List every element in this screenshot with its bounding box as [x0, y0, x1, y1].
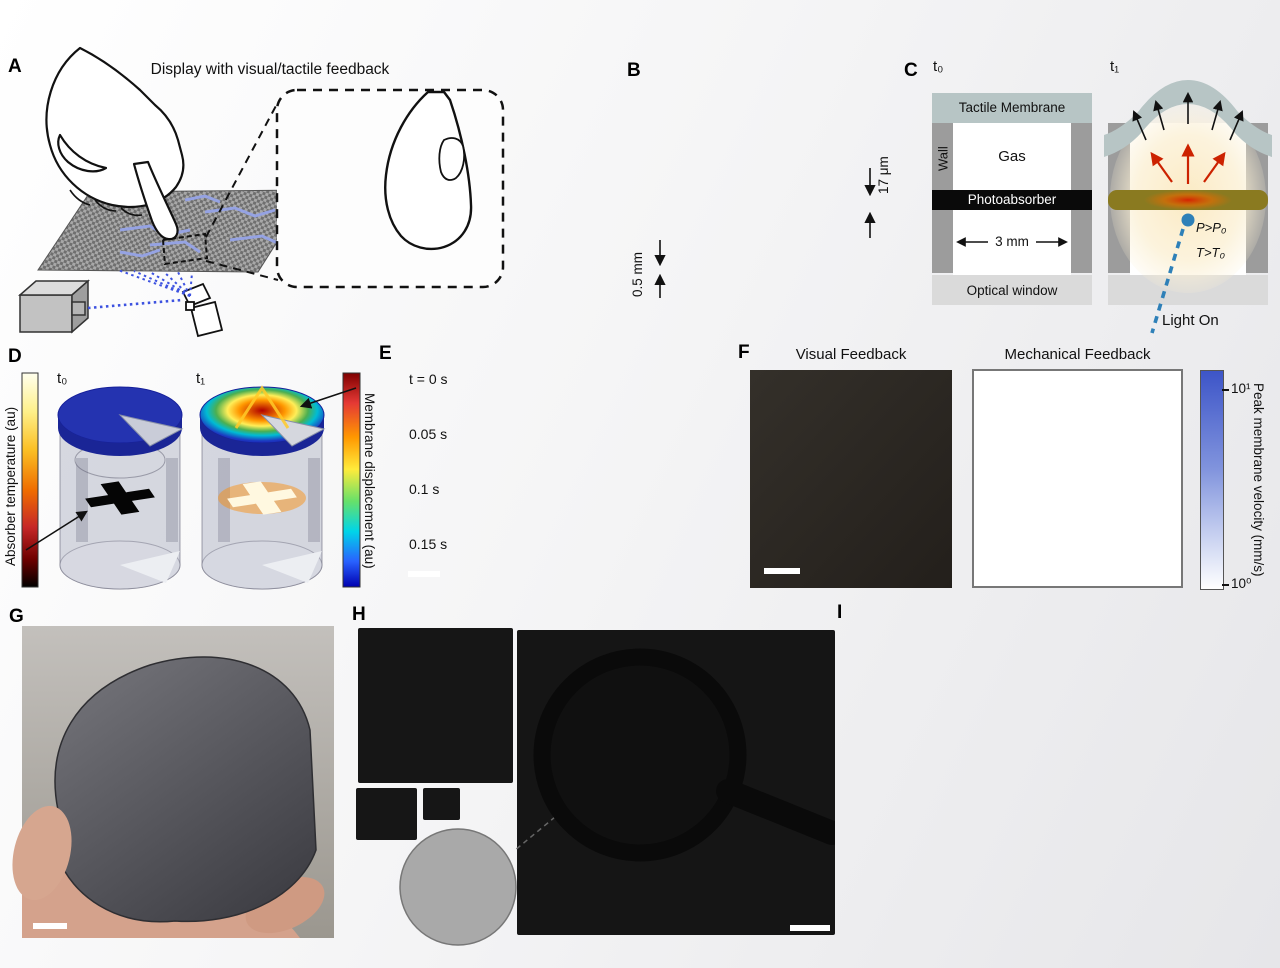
scale-bar-f [764, 568, 800, 574]
f-tick-10-0: 10⁰ [1231, 576, 1252, 591]
c-t0-label: t₀ [933, 58, 944, 75]
magnified-inset [399, 828, 517, 946]
panel-i-scatter-chart [835, 600, 1280, 968]
f-colorbar-label: Peak membrane velocity (mm/s) [1251, 383, 1266, 577]
photoabsorber-bar [932, 190, 1092, 210]
f-mechanical-feedback-plot [972, 369, 1183, 588]
c-gas-label: Gas [998, 148, 1026, 165]
panel-label-g: G [9, 606, 24, 627]
arrow-to-membrane [299, 387, 357, 409]
c-width-label: 3 mm [995, 234, 1029, 249]
galvo-mirror [181, 282, 224, 338]
d-t1-label: t₁ [196, 370, 206, 387]
f-tick-10-1: 10¹ [1231, 381, 1251, 396]
zoom-connector-top [205, 101, 279, 238]
light-spot [1181, 213, 1195, 227]
scale-bar-e [408, 571, 440, 577]
panel-a-illustration [18, 46, 505, 338]
f-colorbar-tick-top [1222, 389, 1229, 391]
panel-label-c: C [904, 60, 918, 81]
e-time-3: 0.15 s [409, 536, 448, 552]
zoom-connector-bottom [205, 260, 279, 281]
dim-17um: 17 μm [876, 156, 891, 194]
f-mechanical-title: Mechanical Feedback [1004, 346, 1151, 363]
c-membrane-label: Tactile Membrane [958, 100, 1066, 115]
panel-h-arrays-photo [356, 628, 835, 946]
fingertip-drawing [384, 90, 473, 251]
array-panel-single [423, 788, 460, 820]
array-panel-small [356, 788, 417, 840]
expansion-arrows-red [1150, 143, 1226, 184]
membrane-displacement-colorbar [342, 372, 361, 588]
scale-bar-h [790, 925, 830, 931]
light-beam-dashed [1150, 228, 1185, 334]
perforated-sheet [54, 656, 317, 923]
simulation-t1-cylinder [199, 385, 326, 590]
panel-label-i: I [837, 602, 843, 623]
array-panel-medium [358, 628, 513, 783]
c-pressure-label: P>P₀ [1196, 220, 1227, 235]
panel-b-exploded-layers [654, 168, 876, 298]
e-time-1: 0.05 s [409, 426, 448, 442]
panel-label-f: F [738, 342, 750, 363]
panel-label-a: A [8, 56, 22, 77]
e-time-0: t = 0 s [409, 371, 448, 387]
d-left-colorbar-label: Absorber temperature (au) [3, 406, 18, 566]
c-light-on-label: Light On [1162, 312, 1219, 329]
d-t0-label: t₀ [57, 370, 68, 387]
roi-dashed-box [161, 232, 209, 266]
panel-label-b: B [627, 60, 641, 81]
magnifying-glass [533, 648, 835, 862]
panel-label-h: H [352, 604, 366, 625]
panel-c-schematic [932, 80, 1272, 334]
f-visual-feedback-photo [750, 370, 952, 588]
absorber-temperature-colorbar [21, 372, 39, 588]
simulation-t0-cylinder [57, 386, 184, 590]
thumb [12, 805, 72, 901]
e-time-2: 0.1 s [409, 481, 440, 497]
optical-window-bar [932, 275, 1092, 305]
f-colorbar [1200, 370, 1224, 590]
c-window-label: Optical window [966, 283, 1058, 298]
projector [18, 279, 90, 334]
dim-0p5mm: 0.5 mm [630, 251, 645, 297]
f-plot-dots [974, 371, 1181, 586]
panel-e-timelapse [408, 571, 440, 577]
panel-d-simulation [21, 372, 361, 590]
d-right-colorbar-label: Membrane displacement (au) [362, 393, 377, 569]
c-temperature-label: T>T₀ [1196, 245, 1225, 260]
light-rays [87, 269, 193, 310]
c-t1-label: t₁ [1110, 58, 1120, 75]
c-absorber-label: Photoabsorber [967, 192, 1057, 207]
panel-g-photo [12, 626, 334, 938]
expansion-arrows-black [1132, 91, 1244, 141]
arrow-to-absorber [25, 510, 88, 551]
dimension-arrows [654, 168, 876, 298]
tactile-membrane-bar [932, 93, 1092, 123]
panel-label-e: E [379, 343, 392, 364]
f-visual-title: Visual Feedback [795, 346, 907, 363]
f-colorbar-tick-bottom [1222, 584, 1229, 586]
absorber-hotspot [1144, 190, 1232, 210]
scale-bar-g [33, 923, 67, 929]
c-wall-label: Wall [935, 146, 951, 172]
hand-drawing [45, 46, 185, 241]
panel-a-title: Display with visual/tactile feedback [150, 61, 390, 78]
panel-label-d: D [8, 346, 22, 367]
